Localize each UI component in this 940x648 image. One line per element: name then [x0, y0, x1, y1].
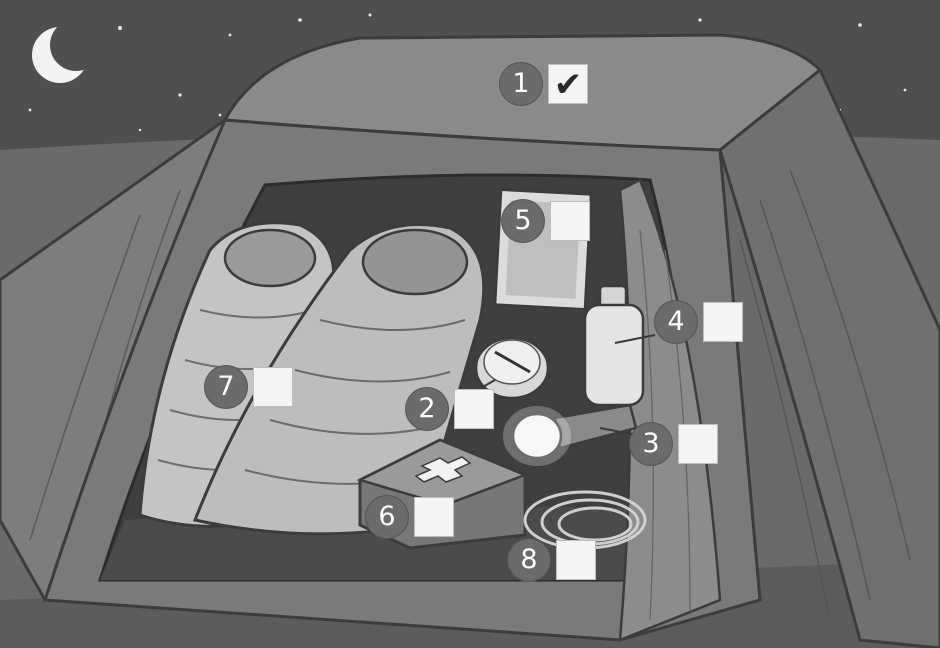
compass — [474, 336, 550, 400]
label-marker-8: 8 — [508, 538, 596, 582]
answer-checkbox[interactable] — [414, 497, 454, 537]
label-marker-1: 1 ✔ — [500, 62, 588, 106]
label-marker-5: 5 — [502, 199, 590, 243]
answer-checkbox[interactable] — [253, 367, 293, 407]
answer-checkbox[interactable]: ✔ — [548, 64, 588, 105]
number-badge: 2 — [406, 388, 448, 430]
number-badge: 3 — [630, 423, 672, 465]
torch — [503, 403, 638, 466]
number-badge: 6 — [366, 496, 408, 538]
cross-icon — [414, 456, 472, 483]
answer-checkbox[interactable] — [703, 302, 743, 342]
label-marker-6: 6 — [366, 495, 454, 539]
label-marker-4: 4 — [655, 300, 743, 344]
answer-checkbox[interactable] — [550, 201, 590, 241]
answer-checkbox[interactable] — [678, 424, 718, 464]
number-badge: 4 — [655, 301, 697, 343]
label-marker-3: 3 — [630, 422, 718, 466]
answer-checkbox[interactable] — [454, 389, 494, 429]
number-badge: 7 — [205, 366, 247, 408]
water-bottle — [583, 284, 645, 407]
moon-icon — [32, 19, 102, 83]
answer-checkbox[interactable] — [556, 540, 596, 580]
label-marker-7: 7 — [205, 365, 293, 409]
number-badge: 1 — [500, 63, 542, 105]
number-badge: 5 — [502, 200, 544, 242]
label-marker-2: 2 — [406, 387, 494, 431]
tent-right-side — [718, 67, 940, 648]
number-badge: 8 — [508, 539, 550, 581]
